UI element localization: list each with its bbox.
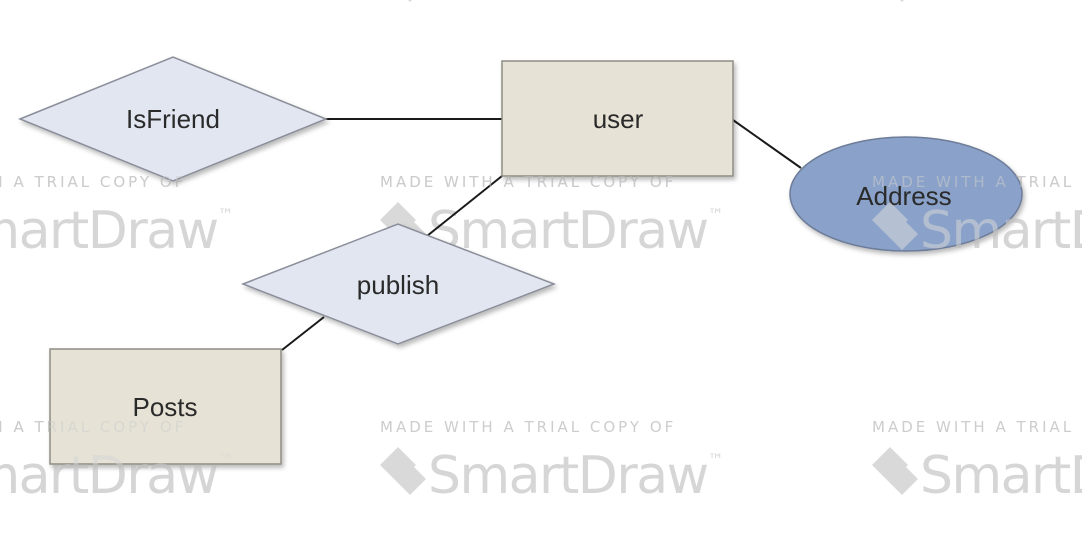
edge-user-address[interactable] [732,119,802,169]
watermark-caption: MADE WITH A TRIAL COPY OF [0,173,186,191]
relationship-diamond[interactable] [18,56,328,182]
relationship-label: IsFriend [126,104,220,134]
attribute-ellipse[interactable] [789,136,1023,252]
entity-posts[interactable]: Posts [49,348,282,465]
watermark-caption: MADE WITH A TRIAL COPY OF [380,418,676,436]
watermark-tile: MADE WITH A TRIAL COPY OF SmartDraw™ [0,418,234,506]
watermark-tile: MADE WITH A TRIAL COPY OF SmartDraw™ [872,418,1082,506]
watermark-caption: MADE WITH A TRIAL COPY OF [0,173,186,191]
smartdraw-logo-icon [380,447,426,495]
entity-label: Posts [132,392,197,422]
watermark-caption: MADE WITH A TRIAL COPY OF [0,418,186,436]
attribute-address[interactable]: Address [789,136,1023,252]
entity-label: user [593,104,644,134]
watermark-brand: SmartDraw™ [0,0,254,10]
watermark-brand: SmartDraw™ [428,446,722,506]
smartdraw-logo-icon [408,0,412,2]
relationship-diamond[interactable] [240,223,557,345]
watermark-tile: SmartDraw™ [408,0,722,10]
watermark-caption: MADE WITH A TRIAL COPY OF [380,173,676,191]
edge-publish-posts[interactable] [281,316,325,351]
watermark-tile: MADE WITH A TRIAL COPY OF SmartDraw™ [0,173,234,261]
watermark-tile: MADE WITH A TRIAL COPY OF [380,173,676,191]
connector-layer [281,118,802,351]
smartdraw-logo-icon [872,202,918,250]
edge-user-publish[interactable] [426,175,503,237]
watermark-brand: SmartDraw™ [920,201,1082,261]
watermark-brand: SmartDraw™ [428,201,722,261]
relationship-isfriend[interactable]: IsFriend [18,56,328,182]
watermark-tile: MADE WITH A TRIAL COPY OF SmartDraw™ [380,418,724,506]
relationship-label: publish [357,270,439,300]
watermark-brand: SmartDraw™ [920,0,1082,10]
watermark-caption: MADE WITH A TRIAL COPY OF [380,173,676,191]
entity-rectangle[interactable] [501,60,734,177]
watermark-tile: SmartDraw™ [900,0,1082,10]
watermark-caption: MADE WITH A TRIAL COPY OF [872,173,1082,191]
watermark-brand: SmartDraw™ [0,446,232,506]
watermark-brand: SmartDraw™ [428,0,722,10]
shape-layer: IsFriend user Address publish Posts [18,56,1023,465]
watermark-brand: SmartDraw™ [0,201,232,261]
smartdraw-logo-icon [900,0,904,2]
entity-rectangle[interactable] [49,348,282,465]
attribute-label: Address [856,181,951,211]
relationship-publish[interactable]: publish [240,223,557,345]
watermark-overlay: MADE WITH A TRIAL COPY OF MADE WITH A TR… [0,173,1082,506]
smartdraw-logo-icon [872,447,918,495]
watermark-tile: SmartDraw™ [0,0,254,10]
watermark-tile: MADE WITH A TRIAL COPY OF SmartDraw™ [872,173,1082,261]
watermark-caption: MADE WITH A TRIAL COPY OF [872,418,1082,436]
entity-user[interactable]: user [501,60,734,177]
watermark-brand: SmartDraw™ [920,446,1082,506]
watermark-tile: MADE WITH A TRIAL COPY OF [0,173,186,191]
